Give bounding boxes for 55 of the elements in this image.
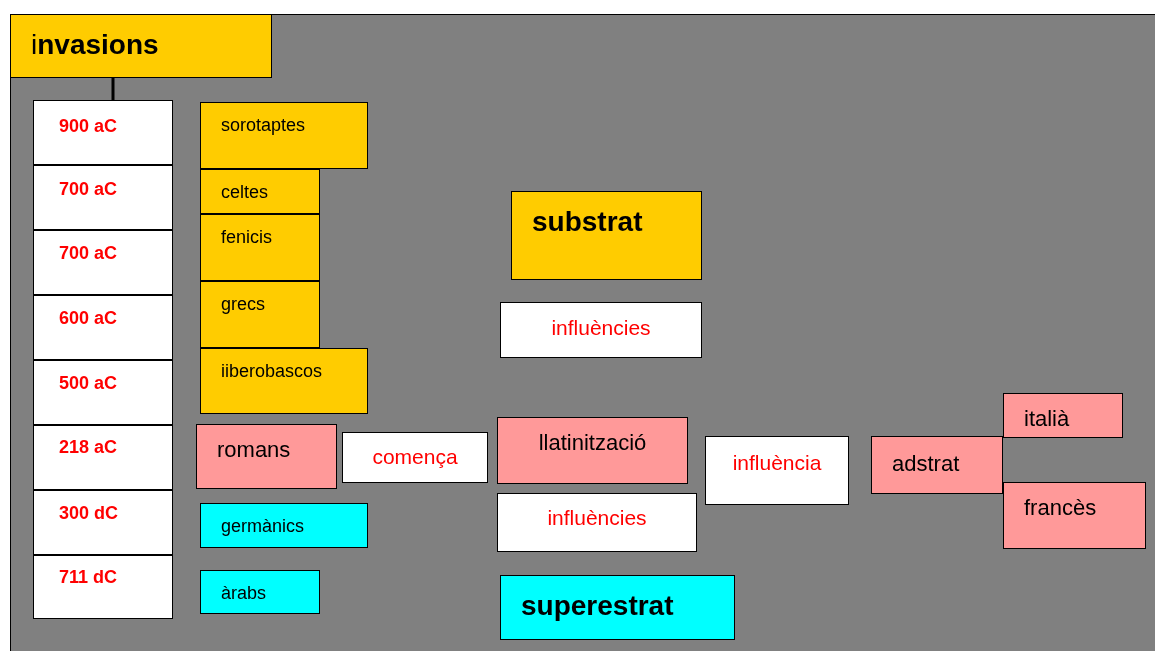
node-label: 700 aC xyxy=(59,179,118,200)
label-box xyxy=(33,165,173,230)
node-label: fenicis xyxy=(221,227,273,248)
node-label: substrat xyxy=(532,206,643,238)
node-label: romans xyxy=(217,437,291,463)
label-box xyxy=(342,432,488,483)
label-box xyxy=(200,102,368,169)
label-box xyxy=(200,503,368,548)
label-box xyxy=(200,281,320,348)
node-label: grecs xyxy=(221,294,265,315)
node-label: germànics xyxy=(221,516,305,537)
label-box xyxy=(705,436,849,505)
node-label: francès xyxy=(1024,495,1097,521)
label-box xyxy=(33,295,173,360)
node-label: 500 aC xyxy=(59,373,118,394)
node-label: 600 aC xyxy=(59,308,118,329)
label-box xyxy=(33,555,173,619)
label-box xyxy=(33,230,173,295)
node-label: llatinització xyxy=(538,430,647,456)
label-box xyxy=(196,424,337,489)
node-label: italià xyxy=(1024,406,1070,432)
label-box xyxy=(200,169,320,214)
node-label: influències xyxy=(551,316,651,340)
label-box xyxy=(200,348,368,414)
node-label: influència xyxy=(732,451,822,475)
label-box xyxy=(500,575,735,640)
label-box xyxy=(200,570,320,614)
node-label: influències xyxy=(547,506,647,530)
label-box xyxy=(500,302,702,358)
label-box xyxy=(33,490,173,555)
label-box xyxy=(497,417,688,484)
label-box xyxy=(33,360,173,425)
node-label: 900 aC xyxy=(59,116,118,137)
label-box xyxy=(200,214,320,281)
node-label: superestrat xyxy=(521,590,674,622)
node-label: adstrat xyxy=(892,451,960,477)
label-box xyxy=(871,436,1003,494)
node-label: sorotaptes xyxy=(221,115,306,136)
node-label: celtes xyxy=(221,182,269,203)
node-label: 700 aC xyxy=(59,243,118,264)
label-box xyxy=(1003,482,1146,549)
node-label: 218 aC xyxy=(59,437,118,458)
node-label: 300 dC xyxy=(59,503,119,524)
label-box xyxy=(33,100,173,165)
label-box xyxy=(497,493,697,552)
node-label: 711 dC xyxy=(59,567,118,588)
node-label: àrabs xyxy=(221,583,267,604)
node-label: iiberobascos xyxy=(221,361,323,382)
node-label: comença xyxy=(372,445,458,469)
label-box xyxy=(33,425,173,490)
label-box xyxy=(10,14,272,78)
node-label: invasions xyxy=(31,29,159,61)
connector-line xyxy=(111,78,115,100)
label-box xyxy=(1003,393,1123,438)
label-box xyxy=(511,191,702,280)
